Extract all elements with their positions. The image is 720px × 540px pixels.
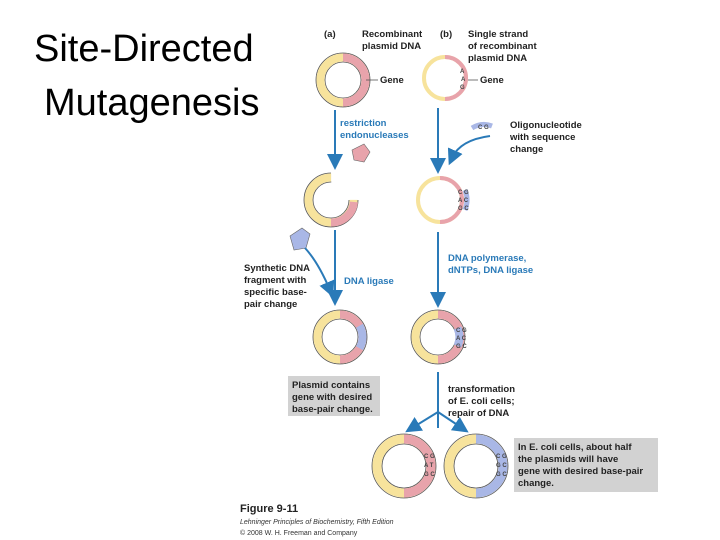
svg-text:A C: A C [458,198,469,204]
arrow-b3-left [405,411,439,433]
restriction-label-1: restriction [340,118,387,129]
polymerase-label-1: DNA polymerase, [448,253,526,264]
synthetic-label-2: fragment with [244,275,306,286]
heteroduplex-ring-b3: C G A C G C [410,309,467,365]
oligo-label-1: Oligonucleotide [510,120,582,131]
single-strand-ring-b1: A A G [422,55,468,101]
oligo-label-3: change [510,144,543,155]
caption-book: Lehninger Principles of Biochemistry, Fi… [240,519,394,526]
half-plasmids-callout [514,438,658,492]
excised-fragment [351,143,371,163]
gene-label-a: Gene [380,75,404,86]
svg-text:A: A [461,77,466,83]
transformation-label-1: transformation [448,384,515,395]
b-top-label-1: Single strand [468,29,528,40]
plasmid-contains-3: base-pair change. [292,404,373,415]
svg-text:C G: C G [458,190,469,196]
b-top-label-3: plasmid DNA [468,53,527,64]
svg-text:G C: G C [424,472,435,478]
polymerase-label-2: dNTPs, DNA ligase [448,265,533,276]
svg-text:C G: C G [424,454,435,460]
a-top-label-2: plasmid DNA [362,41,421,52]
oligo-arrow [447,135,491,166]
panel-a-label: (a) [324,29,336,40]
plasmid-ring-a2-cut [303,172,359,228]
half-plasmids-1: In E. coli cells, about half [518,442,632,453]
transformation-label-3: repair of DNA [448,408,509,419]
svg-text:C G: C G [456,328,467,334]
half-plasmids-3: gene with desired base-pair [518,466,643,477]
half-plasmids-4: change. [518,478,554,489]
svg-text:G C: G C [458,206,469,212]
mutant-ring-b5: C G G C G C [443,433,509,499]
svg-text:C G: C G [496,454,507,460]
transformation-label-2: of E. coli cells; [448,396,515,407]
plasmid-contains-callout [288,376,380,416]
svg-text:C G: C G [478,125,489,131]
oligonucleotide [470,121,493,131]
slide-title-line-2: Mutagenesis [44,82,260,124]
panel-b-label: (b) [440,29,452,40]
gene-label-b: Gene [480,75,504,86]
plasmid-contains-2: gene with desired [292,392,372,403]
oligo-label-2: with sequence [509,132,575,143]
svg-text:G C: G C [456,344,467,350]
slide-title-line-1: Site-Directed [34,28,254,70]
half-plasmids-2: the plasmids will have [518,454,618,465]
synthetic-label-4: pair change [244,299,297,310]
annealed-ring-b2: C G A C G C [416,176,470,224]
synthetic-label-1: Synthetic DNA [244,263,310,274]
svg-text:A C: A C [456,336,467,342]
a-top-label-1: Recombinant [362,29,423,40]
svg-text:A: A [460,69,465,75]
fragment-arrow [304,247,335,298]
synthetic-label-3: specific base- [244,287,307,298]
arrow-b3-right [437,411,469,433]
b-top-label-2: of recombinant [468,41,537,52]
synthetic-fragment [289,227,311,251]
svg-text:G C: G C [496,463,507,469]
plasmid-ring-a1 [315,52,371,108]
plasmid-ring-a3 [312,309,368,365]
caption-copyright: © 2008 W. H. Freeman and Company [240,529,358,537]
dna-ligase-label: DNA ligase [344,276,394,287]
svg-text:G C: G C [496,472,507,478]
restriction-label-2: endonucleases [340,130,409,141]
caption-title: Figure 9-11 [240,503,298,515]
svg-text:G: G [460,85,465,91]
plasmid-contains-1: Plasmid contains [292,380,370,391]
svg-text:A T: A T [424,463,434,469]
wildtype-ring-b4: C G A T G C [371,433,437,499]
